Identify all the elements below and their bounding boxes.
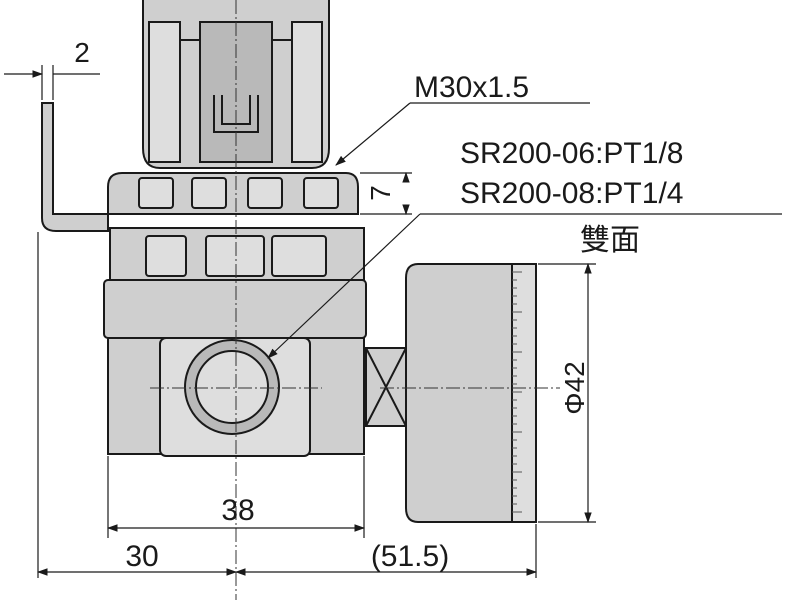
dim-body-width: 38	[106, 456, 366, 538]
nut-height-label: 7	[365, 185, 396, 201]
lock-nut	[107, 172, 359, 215]
dim-top-offset: 2	[4, 37, 100, 100]
body-width-label: 38	[221, 494, 254, 527]
port-06-label: SR200-06:PT1/8	[460, 137, 683, 170]
leader-thread: M30x1.5	[335, 71, 590, 166]
both-sides-label: 雙面	[580, 224, 640, 257]
dim-nut-height: 7	[360, 171, 412, 216]
mounting-bracket	[41, 102, 109, 232]
gauge-scale-ticks	[512, 271, 522, 513]
center-lines	[150, 0, 560, 600]
bonnet	[109, 227, 365, 281]
gauge-offset-label: (51.5)	[371, 540, 449, 573]
dim-top-offset-label: 2	[74, 37, 90, 68]
dim-bottom: 30 (51.5)	[36, 232, 538, 578]
gauge-connector	[365, 347, 407, 427]
half-width-label: 30	[125, 540, 158, 573]
gauge-diameter-label: Φ42	[559, 361, 590, 414]
leader-port: SR200-06:PT1/8 SR200-08:PT1/4 雙面	[267, 137, 782, 359]
regulator-body	[103, 279, 367, 457]
dim-gauge-diameter: Φ42	[538, 262, 596, 524]
pressure-gauge	[405, 263, 537, 523]
port-08-label: SR200-08:PT1/4	[460, 177, 683, 210]
thread-label: M30x1.5	[414, 71, 529, 104]
